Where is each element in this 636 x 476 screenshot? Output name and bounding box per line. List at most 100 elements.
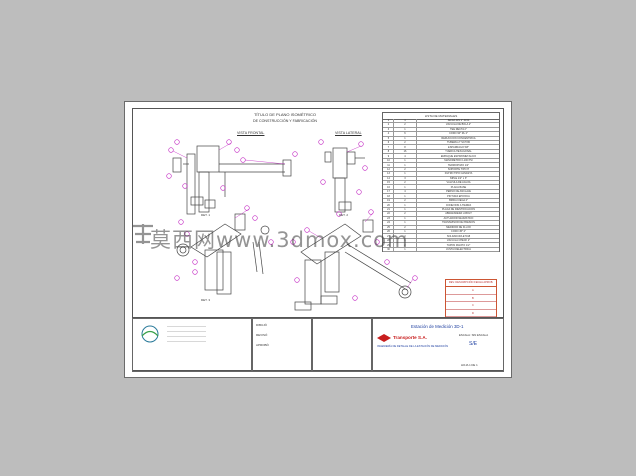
drawn-by: DIBUJÓ [256, 323, 268, 327]
revision-grid-cell [312, 318, 372, 372]
bom-qty: 1 [404, 127, 406, 131]
bom-qty: 8 [404, 145, 406, 149]
bom-item: 23 [387, 216, 390, 220]
bom-item: 25 [387, 225, 390, 229]
bom-item: 8 [387, 150, 390, 154]
bom-qty: 1 [404, 194, 406, 198]
bom-description: VÁLVULA DE BOLA 2" [445, 123, 472, 127]
bom-item: 3 [387, 127, 390, 131]
bom-item: 22 [387, 212, 390, 216]
bom-description: TERMOPOZO 1/2" [447, 163, 470, 167]
bom-item: 9 [387, 154, 390, 158]
revision-row: D [446, 310, 496, 317]
bom-description: NIPLE 1/2" x 3" [449, 176, 468, 180]
bom-item: 28 [387, 239, 390, 243]
bom-description: TAPÓN MACHO 1/2" [446, 243, 471, 247]
bom-qty: 1 [404, 208, 406, 211]
bom-item: 6 [387, 141, 390, 145]
bom-description: TUBERÍA 2" SCH 80 [446, 141, 471, 145]
bom-item: 13 [387, 172, 390, 176]
sheet-code: S/E [469, 341, 478, 347]
bom-qty: 1 [404, 159, 406, 163]
drawing-frame [132, 108, 504, 371]
bom-qty: 2 [404, 141, 406, 145]
view-lateral-label: VISTA LATERAL [335, 131, 362, 135]
bom-description: PLACA DE IDENTIFICACIÓN [441, 208, 476, 211]
bom-description: CONEXIÓN A TIERRA [445, 203, 472, 207]
bom-description: CODO 45° 2" [451, 230, 466, 234]
revision-row: B [446, 295, 496, 302]
bom-description: MANÓMETRO 0-100 PSI [444, 159, 473, 163]
bom-item: 15 [387, 181, 390, 185]
bom-item: 7 [387, 145, 390, 149]
bom-qty: 1 [404, 239, 406, 243]
bom-description: SOLDADURA E7018 [446, 234, 471, 238]
bom-item: 19 [387, 199, 390, 203]
bom-qty: 4 [404, 190, 406, 194]
bom-description: PINTURA EPÓXICA [447, 194, 470, 198]
watermark-text: 莫西网www.3dmox.com [150, 228, 409, 252]
bom-description: VÁLVULA CHECK 2" [446, 239, 471, 243]
watermark-logo-icon [133, 224, 153, 244]
bom-description: JUNTA DIELÉCTRICA [446, 248, 471, 252]
bom-item: 24 [387, 221, 390, 225]
bom-qty: 1 [404, 172, 406, 176]
detail-label-2: DET. 2 [339, 213, 349, 217]
title-block: ————————————— ————————————— ————————————… [132, 317, 504, 372]
bom-qty: 2 [404, 225, 406, 229]
bom-item: 30 [387, 248, 390, 252]
detail-label-1: DET. 1 [201, 213, 211, 217]
bom-row: 13 1 FILTRO TIPO CANASTA [383, 172, 499, 177]
bom-qty: 2 [404, 123, 406, 127]
revision-row: A [446, 287, 496, 295]
sheet-number: HOJA 1 DE 1 [461, 363, 478, 367]
drawing-title: TÍTULO DE PLANO ISOMÉTRICO [253, 112, 316, 117]
bom-item: 5 [387, 136, 390, 140]
approved-by: APROBÓ [256, 343, 269, 347]
bom-description: ABRAZADERA U-BOLT [445, 212, 472, 216]
bom-item: 27 [387, 234, 390, 238]
bom-item: 10 [387, 159, 390, 163]
bom-item: 18 [387, 194, 390, 198]
bom-qty: 1 [404, 230, 406, 234]
bom-qty: 2 [404, 181, 406, 185]
bom-description: FILTRO TIPO CANASTA [444, 172, 473, 176]
bom-description: TEE RECTA 2" [450, 127, 467, 131]
bom-row: 8 16 TUERCA HEXAGONAL [383, 150, 499, 155]
bom-qty: 2 [404, 167, 406, 171]
bom-description: REDUCCIÓN CONCÉNTRICA [441, 136, 476, 140]
bom-description: TUERCA HEXAGONAL [445, 150, 472, 154]
bom-row: 18 1 PINTURA EPÓXICA [383, 195, 499, 199]
bom-qty: 1 [404, 216, 406, 220]
project-title: Estación de Medición 3D-1 [411, 324, 464, 329]
signatures-cell: DIBUJÓ REVISÓ APROBÓ [252, 318, 312, 372]
bom-qty: 4 [404, 154, 406, 158]
bom-description: SOPORTE TIPO H [447, 167, 470, 171]
bom-header: LISTA DE MATERIALES [383, 113, 499, 120]
bom-item: 21 [387, 208, 390, 211]
bom-qty: 1 [404, 203, 406, 207]
bom-qty: 16 [403, 150, 407, 154]
bom-description: BRIDA WN 2" #150 [447, 119, 470, 122]
bom-item: 29 [387, 243, 390, 247]
bom-row: 10 1 MANÓMETRO 0-100 PSI [383, 159, 499, 164]
bom-description: ACTUADOR NEUMÁTICO [443, 216, 474, 220]
bom-description: BRIDA CIEGA 2" [449, 199, 468, 203]
bom-row: 6 2 TUBERÍA 2" SCH 80 [383, 141, 499, 146]
bom-qty: 4 [404, 119, 406, 122]
view-front-label: VISTA FRONTAL [237, 131, 265, 135]
